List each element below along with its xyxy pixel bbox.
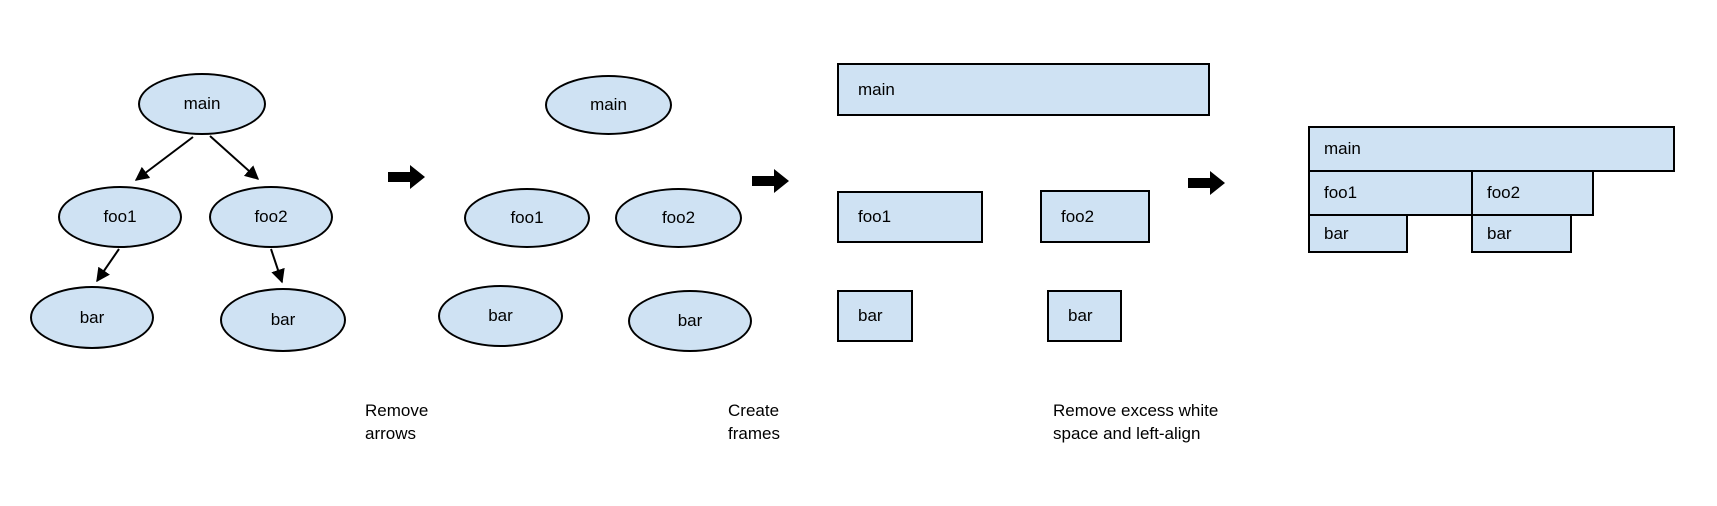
stage4-frame-main: main <box>1308 126 1675 172</box>
stage2-node-foo1: foo1 <box>464 188 590 248</box>
node-label: bar <box>677 311 703 330</box>
edge-main-foo2-arrow <box>209 135 260 180</box>
caption-line: frames <box>728 424 780 443</box>
right-arrow-icon <box>388 165 425 189</box>
node-label: foo1 <box>103 207 137 226</box>
caption-line: Remove excess white <box>1053 401 1219 420</box>
frame-label: foo1 <box>1324 183 1358 202</box>
node-label: main <box>590 95 627 114</box>
caption-remove-arrows: Remove arrows <box>365 399 428 445</box>
edge-main-foo1-arrow <box>134 136 194 181</box>
stage3-frame-main: main <box>837 63 1210 116</box>
edge-foo2-bar-arrow <box>270 248 285 284</box>
tree-edge-arrows <box>96 135 285 284</box>
caption-line: space and left-align <box>1053 424 1201 443</box>
stage1-node-bar1: bar <box>30 286 154 349</box>
right-arrow-icon <box>752 169 789 193</box>
right-arrow-icon <box>1188 171 1225 195</box>
node-label: bar <box>270 310 296 329</box>
stage1-node-foo1: foo1 <box>58 186 182 248</box>
stage4-frame-foo1: foo1 <box>1308 170 1473 216</box>
frame-label: main <box>1324 139 1361 158</box>
caption-remove-whitespace: Remove excess white space and left-align <box>1053 399 1218 445</box>
stage1-node-main: main <box>138 73 266 135</box>
caption-line: arrows <box>365 424 417 443</box>
stage4-frame-bar1: bar <box>1308 214 1408 253</box>
node-label: bar <box>79 307 105 327</box>
stage4-frame-foo2: foo2 <box>1471 170 1594 216</box>
frame-label: bar <box>1324 223 1349 243</box>
frame-label: foo2 <box>1487 183 1521 202</box>
stage3-frame-foo1: foo1 <box>837 191 983 243</box>
stage2-node-main: main <box>545 75 672 135</box>
edge-foo1-bar-arrow <box>96 248 120 283</box>
frame-label: bar <box>1487 223 1512 243</box>
frame-label: main <box>858 79 895 99</box>
frame-label: foo2 <box>1061 206 1095 226</box>
frame-label: bar <box>858 306 883 325</box>
stage2-node-foo2: foo2 <box>615 188 742 248</box>
caption-create-frames: Create frames <box>728 399 780 445</box>
node-label: bar <box>488 306 513 325</box>
stage3-frame-bar2: bar <box>1047 290 1122 342</box>
node-label: foo2 <box>254 207 288 226</box>
stage3-frame-bar1: bar <box>837 290 913 342</box>
node-label: foo2 <box>661 208 696 227</box>
frame-label: foo1 <box>858 207 892 226</box>
stage1-node-foo2: foo2 <box>209 186 333 248</box>
stage2-node-bar2: bar <box>628 290 752 352</box>
caption-line: Create <box>728 401 780 420</box>
stage4-frame-bar2: bar <box>1471 214 1572 253</box>
stage2-node-bar1: bar <box>438 285 563 347</box>
node-label: foo1 <box>510 208 544 227</box>
caption-line: Remove <box>365 401 429 420</box>
stage1-node-bar2: bar <box>220 288 346 352</box>
stage3-frame-foo2: foo2 <box>1040 190 1150 243</box>
frame-label: bar <box>1068 306 1093 325</box>
node-label: main <box>183 94 221 113</box>
